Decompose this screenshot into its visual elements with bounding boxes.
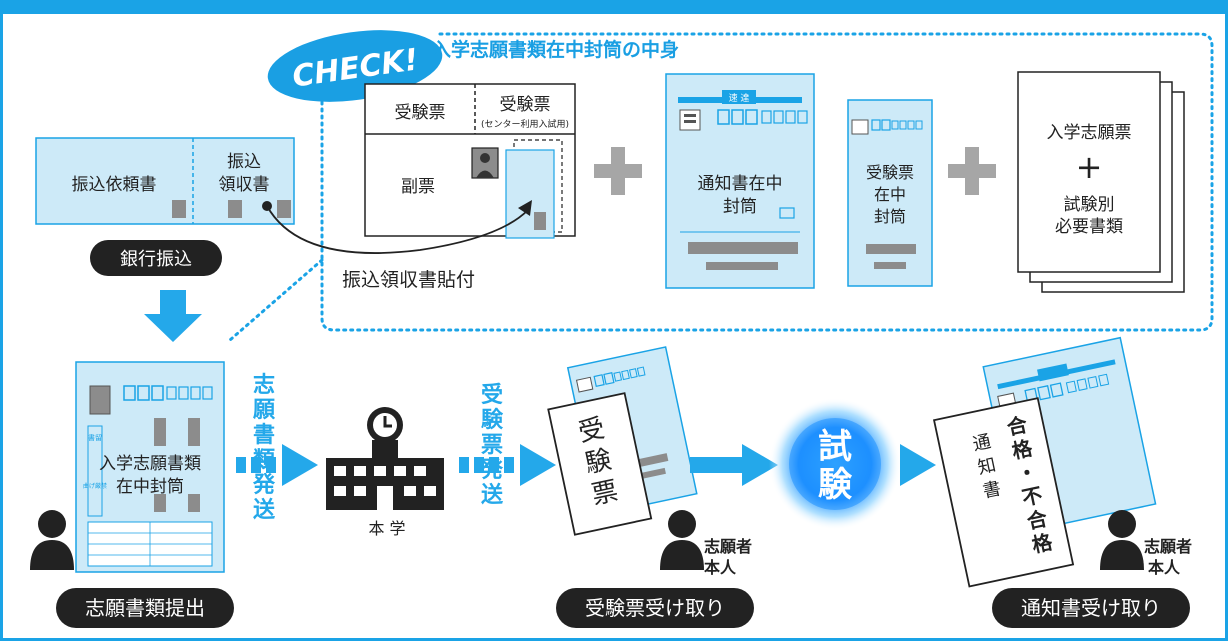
send-docs-char: 書 bbox=[253, 422, 275, 448]
document-stack: 入学志願票 + 試験別 必要書類 bbox=[1017, 71, 1185, 293]
send-docs-char: 送 bbox=[253, 497, 275, 523]
submit-envelope-line2: 在中封筒 bbox=[116, 477, 184, 497]
notice-c3: 書 bbox=[981, 478, 1003, 502]
result-c4: 不 bbox=[1020, 483, 1045, 511]
receipt-label-line2: 領収書 bbox=[219, 175, 270, 195]
bank-step-label: 銀行振込 bbox=[120, 249, 192, 270]
plus-icon bbox=[594, 147, 642, 195]
receive-notice-step-label: 通知書受け取り bbox=[1021, 596, 1161, 620]
result-c3: ・ bbox=[1015, 459, 1040, 487]
send-docs-char: 志 bbox=[253, 373, 275, 398]
submit-envelope-line1: 入学志願書類 bbox=[99, 454, 201, 474]
to-exam-arrow bbox=[690, 444, 778, 486]
bank-step-pill bbox=[90, 240, 222, 276]
applicant-label-3: 志願者 bbox=[1144, 537, 1192, 556]
send-ticket-char: 送 bbox=[481, 482, 503, 508]
check-title: 入学志願書類在中封筒の中身 bbox=[432, 38, 679, 61]
exam-ticket-center-label: 受験票 bbox=[500, 95, 551, 115]
applicant-label-4: 本人 bbox=[1148, 558, 1181, 577]
pasted-receipt bbox=[505, 149, 555, 239]
person-icon bbox=[30, 510, 74, 570]
exam-badge: 試 験 bbox=[769, 398, 901, 530]
no-bend-mark: 曲げ厳禁 bbox=[83, 482, 107, 490]
sub-ticket-label: 副票 bbox=[401, 177, 435, 197]
send-docs-char: 発 bbox=[252, 473, 276, 498]
send-ticket-char: 験 bbox=[481, 408, 504, 433]
paste-connector bbox=[266, 205, 529, 254]
receive-ticket-step-pill bbox=[556, 588, 754, 628]
send-docs-char: 類 bbox=[253, 448, 276, 473]
documents-line1: 入学志願票 bbox=[1047, 123, 1132, 143]
ticket-paper-c1: 受 bbox=[576, 413, 608, 448]
documents-plus: + bbox=[1076, 148, 1103, 186]
received-ticket-envelope: 受 験 票 bbox=[547, 346, 698, 536]
submit-step-label: 志願書類提出 bbox=[85, 596, 205, 620]
ticket-paper-c2: 験 bbox=[582, 445, 614, 480]
registered-mark: 書留 bbox=[88, 433, 102, 442]
notice-c2: 知 bbox=[976, 455, 998, 479]
receipt-label-line1: 振込 bbox=[227, 152, 261, 172]
send-ticket-char: 受 bbox=[481, 382, 503, 408]
center-note: (センター利用入試用) bbox=[481, 118, 569, 130]
send-docs-char: 願 bbox=[253, 398, 276, 423]
paste-label: 振込領収書貼付 bbox=[342, 269, 475, 291]
documents-line2: 試験別 bbox=[1064, 195, 1115, 215]
university-label: 本 学 bbox=[368, 519, 405, 538]
notice-envelope-line1: 通知書在中 bbox=[698, 174, 783, 194]
exam-ticket-label: 受験票 bbox=[395, 103, 446, 123]
ticket-envelope-line1: 受験票 bbox=[866, 163, 914, 182]
result-envelope: 合 格 ・ 不 合 格 通 知 書 bbox=[932, 336, 1157, 588]
receive-notice-step-pill bbox=[992, 588, 1190, 628]
receive-ticket-step-label: 受験票受け取り bbox=[585, 596, 725, 620]
top-band bbox=[0, 0, 1228, 14]
check-panel-border bbox=[320, 32, 1214, 332]
exam-ticket-sheet: 受験票 受験票 (センター利用入試用) 副票 bbox=[364, 83, 576, 239]
check-pointer-line bbox=[228, 258, 324, 342]
send-ticket-char: 発 bbox=[480, 458, 504, 483]
person-icon bbox=[660, 510, 704, 570]
ticket-envelope: 受験票 在中 封筒 bbox=[847, 99, 933, 287]
to-result-arrow bbox=[900, 444, 936, 486]
express-mark: 速 達 bbox=[729, 92, 750, 104]
notice-envelope: 速 達 通知書在中 封筒 bbox=[665, 73, 815, 289]
send-docs-arrow bbox=[236, 444, 318, 486]
exam-char-1: 試 bbox=[818, 427, 852, 467]
request-form-label: 振込依頼書 bbox=[72, 175, 157, 195]
down-arrow bbox=[144, 290, 202, 342]
paste-arrow-head bbox=[518, 200, 532, 216]
applicant-label-1: 志願者 bbox=[704, 537, 752, 556]
documents-line3: 必要書類 bbox=[1055, 217, 1123, 237]
notice-c1: 通 bbox=[971, 431, 993, 455]
submit-envelope: 書留 曲げ厳禁 入学志願書類 在中封筒 bbox=[75, 361, 225, 573]
ticket-paper-c3: 票 bbox=[589, 476, 621, 511]
ticket-envelope-line2: 在中 bbox=[874, 185, 906, 204]
plus-icon bbox=[948, 147, 996, 195]
notice-envelope-line2: 封筒 bbox=[723, 197, 757, 217]
send-ticket-char: 票 bbox=[481, 433, 503, 458]
university-building-icon bbox=[326, 407, 444, 510]
bank-transfer-form: 振込依頼書 振込 領収書 bbox=[35, 137, 295, 225]
send-ticket-arrow bbox=[459, 444, 556, 486]
ticket-envelope-line3: 封筒 bbox=[874, 207, 906, 226]
submit-step-pill bbox=[56, 588, 234, 628]
applicant-label-2: 本人 bbox=[704, 558, 737, 577]
exam-char-2: 験 bbox=[818, 465, 853, 505]
person-icon bbox=[1100, 510, 1144, 570]
